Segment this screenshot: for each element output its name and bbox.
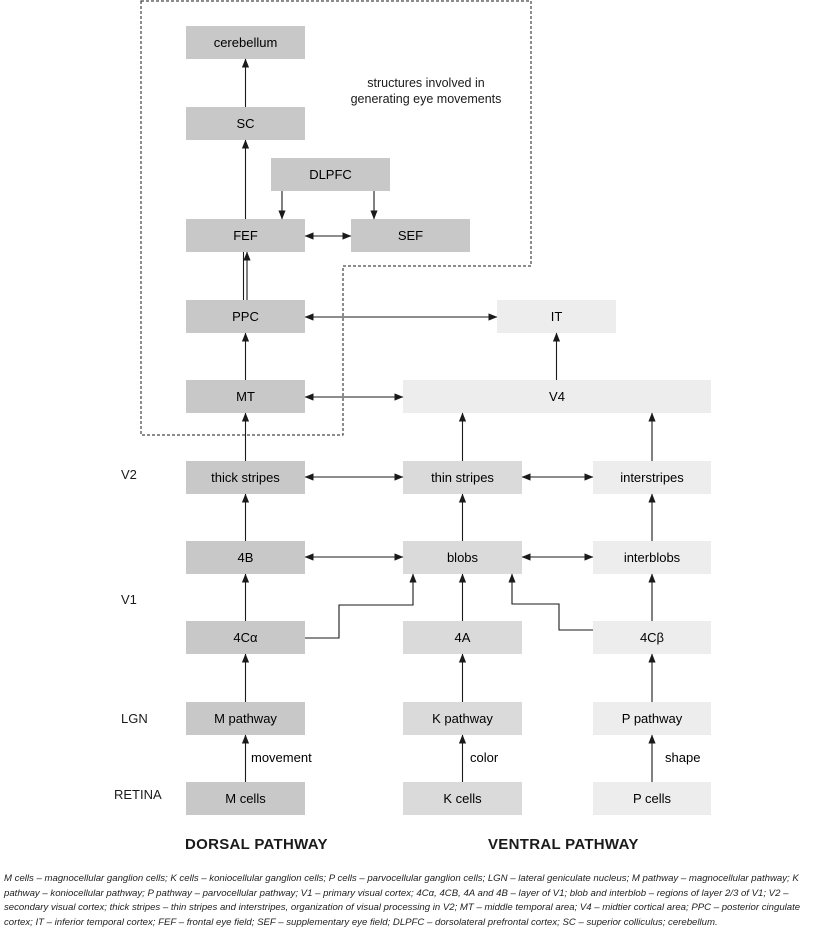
node-blobs: blobs [403,541,522,574]
node-thin-stripes-box [403,461,522,494]
node-cerebellum-box [186,26,305,59]
node-k-cells-label: K cells [443,791,482,806]
node-p-cells-label: P cells [633,791,672,806]
edge-label-color: color [470,750,499,765]
node-sef: SEF [351,219,470,252]
ventral-pathway-title: VENTRAL PATHWAY [488,836,639,853]
edge-label-movement: movement [251,750,312,765]
node-thick-stripes-label: thick stripes [211,470,280,485]
node-mt: MT [186,380,305,413]
edge-label-shape: shape [665,750,700,765]
node-interblobs: interblobs [593,541,711,574]
node-ppc: PPC [186,300,305,333]
node-k-cells-box [403,782,522,815]
node-4ca-label: 4Cα [233,630,258,645]
node-k-pathway-box [403,702,522,735]
node-v4-label: V4 [549,389,565,404]
node-4a: 4A [403,621,522,654]
eye-movement-region-border [140,0,532,436]
node-4ca: 4Cα [186,621,305,654]
level-label-v2: V2 [121,467,137,482]
eye-movement-note-line-2: generating eye movements [350,92,502,106]
node-v4-box [403,380,711,413]
node-4cb: 4Cβ [593,621,711,654]
figure-caption: M cells – magnocellular ganglion cells; … [4,873,801,928]
node-interstripes-label: interstripes [620,470,684,485]
node-m-cells-label: M cells [225,791,266,806]
node-4a-box [403,621,522,654]
node-interblobs-box [593,541,711,574]
node-sef-label: SEF [398,228,423,243]
node-fef-label: FEF [233,228,258,243]
node-interstripes: interstripes [593,461,711,494]
node-it-box [497,300,616,333]
node-m-pathway: M pathway [186,702,305,735]
node-m-pathway-label: M pathway [214,711,277,726]
level-label-retina: RETINA [114,787,162,802]
node-thin-stripes: thin stripes [403,461,522,494]
node-k-pathway: K pathway [403,702,522,735]
node-p-pathway-label: P pathway [622,711,683,726]
node-dlpfc-label: DLPFC [309,167,352,182]
edges [241,58,656,782]
node-it-label: IT [551,309,563,324]
node-thin-stripes-label: thin stripes [431,470,494,485]
node-it: IT [497,300,616,333]
edge-4ca-to-blobs [305,573,417,639]
node-m-cells: M cells [186,782,305,815]
dorsal-pathway-title: DORSAL PATHWAY [185,836,328,853]
node-m-pathway-box [186,702,305,735]
node-sc: SC [186,107,305,140]
level-label-lgn: LGN [121,711,148,726]
node-ppc-box [186,300,305,333]
eye-movement-note-line-1: structures involved in [367,76,485,90]
node-v4: V4 [403,380,711,413]
node-cerebellum: cerebellum [186,26,305,59]
node-thick-stripes-box [186,461,305,494]
node-interblobs-label: interblobs [624,550,681,565]
node-thick-stripes: thick stripes [186,461,305,494]
node-4cb-box [593,621,711,654]
node-mt-box [186,380,305,413]
node-blobs-box [403,541,522,574]
node-sc-label: SC [236,116,254,131]
node-4a-label: 4A [455,630,471,645]
node-interstripes-box [593,461,711,494]
node-4b-label: 4B [238,550,254,565]
node-4b: 4B [186,541,305,574]
edge-4cb-to-blobs [508,573,593,631]
node-ppc-label: PPC [232,309,259,324]
node-p-pathway: P pathway [593,702,711,735]
node-k-cells: K cells [403,782,522,815]
node-m-cells-box [186,782,305,815]
node-fef-box [186,219,305,252]
node-p-pathway-box [593,702,711,735]
node-k-pathway-label: K pathway [432,711,493,726]
node-4b-box [186,541,305,574]
node-4cb-label: 4Cβ [640,630,664,645]
node-mt-label: MT [236,389,255,404]
node-4ca-box [186,621,305,654]
node-p-cells-box [593,782,711,815]
node-p-cells: P cells [593,782,711,815]
node-cerebellum-label: cerebellum [214,35,278,50]
node-sef-box [351,219,470,252]
node-sc-box [186,107,305,140]
node-dlpfc-box [271,158,390,191]
node-dlpfc: DLPFC [271,158,390,191]
eye-movement-note: structures involved in generating eye mo… [346,75,506,107]
node-fef: FEF [186,219,305,252]
node-blobs-label: blobs [447,550,479,565]
level-label-v1: V1 [121,592,137,607]
